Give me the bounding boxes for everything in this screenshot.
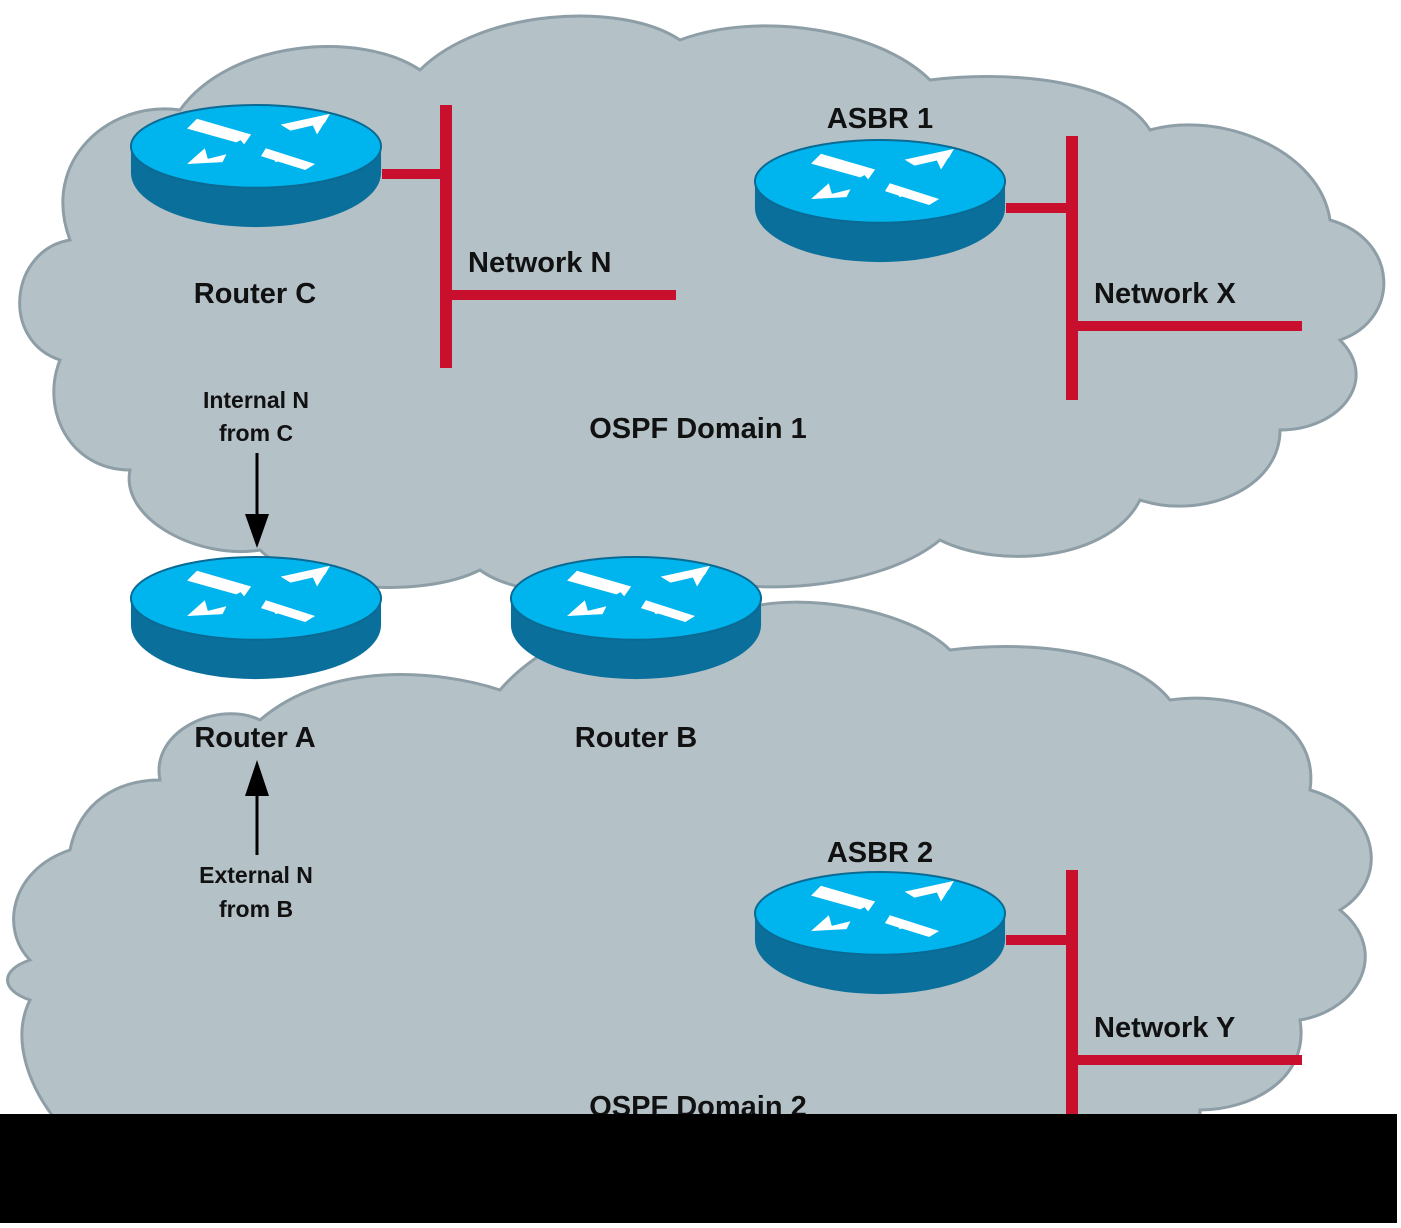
router-c-label: Router C (194, 278, 317, 310)
network-n-label: Network N (468, 247, 611, 279)
external-route-arrow (245, 760, 269, 855)
internal-annotation-line1: Internal N (203, 387, 309, 413)
network-x-label: Network X (1094, 278, 1236, 310)
asbr-2-icon (753, 871, 1007, 996)
network-y-label: Network Y (1094, 1012, 1235, 1044)
asbr-1-label: ASBR 1 (827, 103, 933, 135)
asbr-1-icon (753, 139, 1007, 264)
router-a-label: Router A (194, 722, 315, 754)
router-a-icon (129, 556, 383, 681)
internal-annotation-line2: from C (219, 420, 293, 446)
router-b-icon (509, 556, 763, 681)
asbr-2-label: ASBR 2 (827, 837, 933, 869)
ospf-domain-2-cloud (6, 600, 1373, 1127)
external-annotation-line2: from B (219, 896, 293, 922)
network-x-segment (1006, 136, 1302, 400)
domain-1-label: OSPF Domain 1 (589, 413, 807, 445)
internal-route-arrow (245, 453, 269, 548)
bottom-black-bar (0, 1114, 1397, 1223)
network-n-segment (382, 105, 676, 368)
network-y-segment (1006, 870, 1302, 1125)
external-annotation-line1: External N (199, 862, 313, 888)
router-c-icon (129, 104, 383, 229)
router-b-label: Router B (575, 722, 697, 754)
